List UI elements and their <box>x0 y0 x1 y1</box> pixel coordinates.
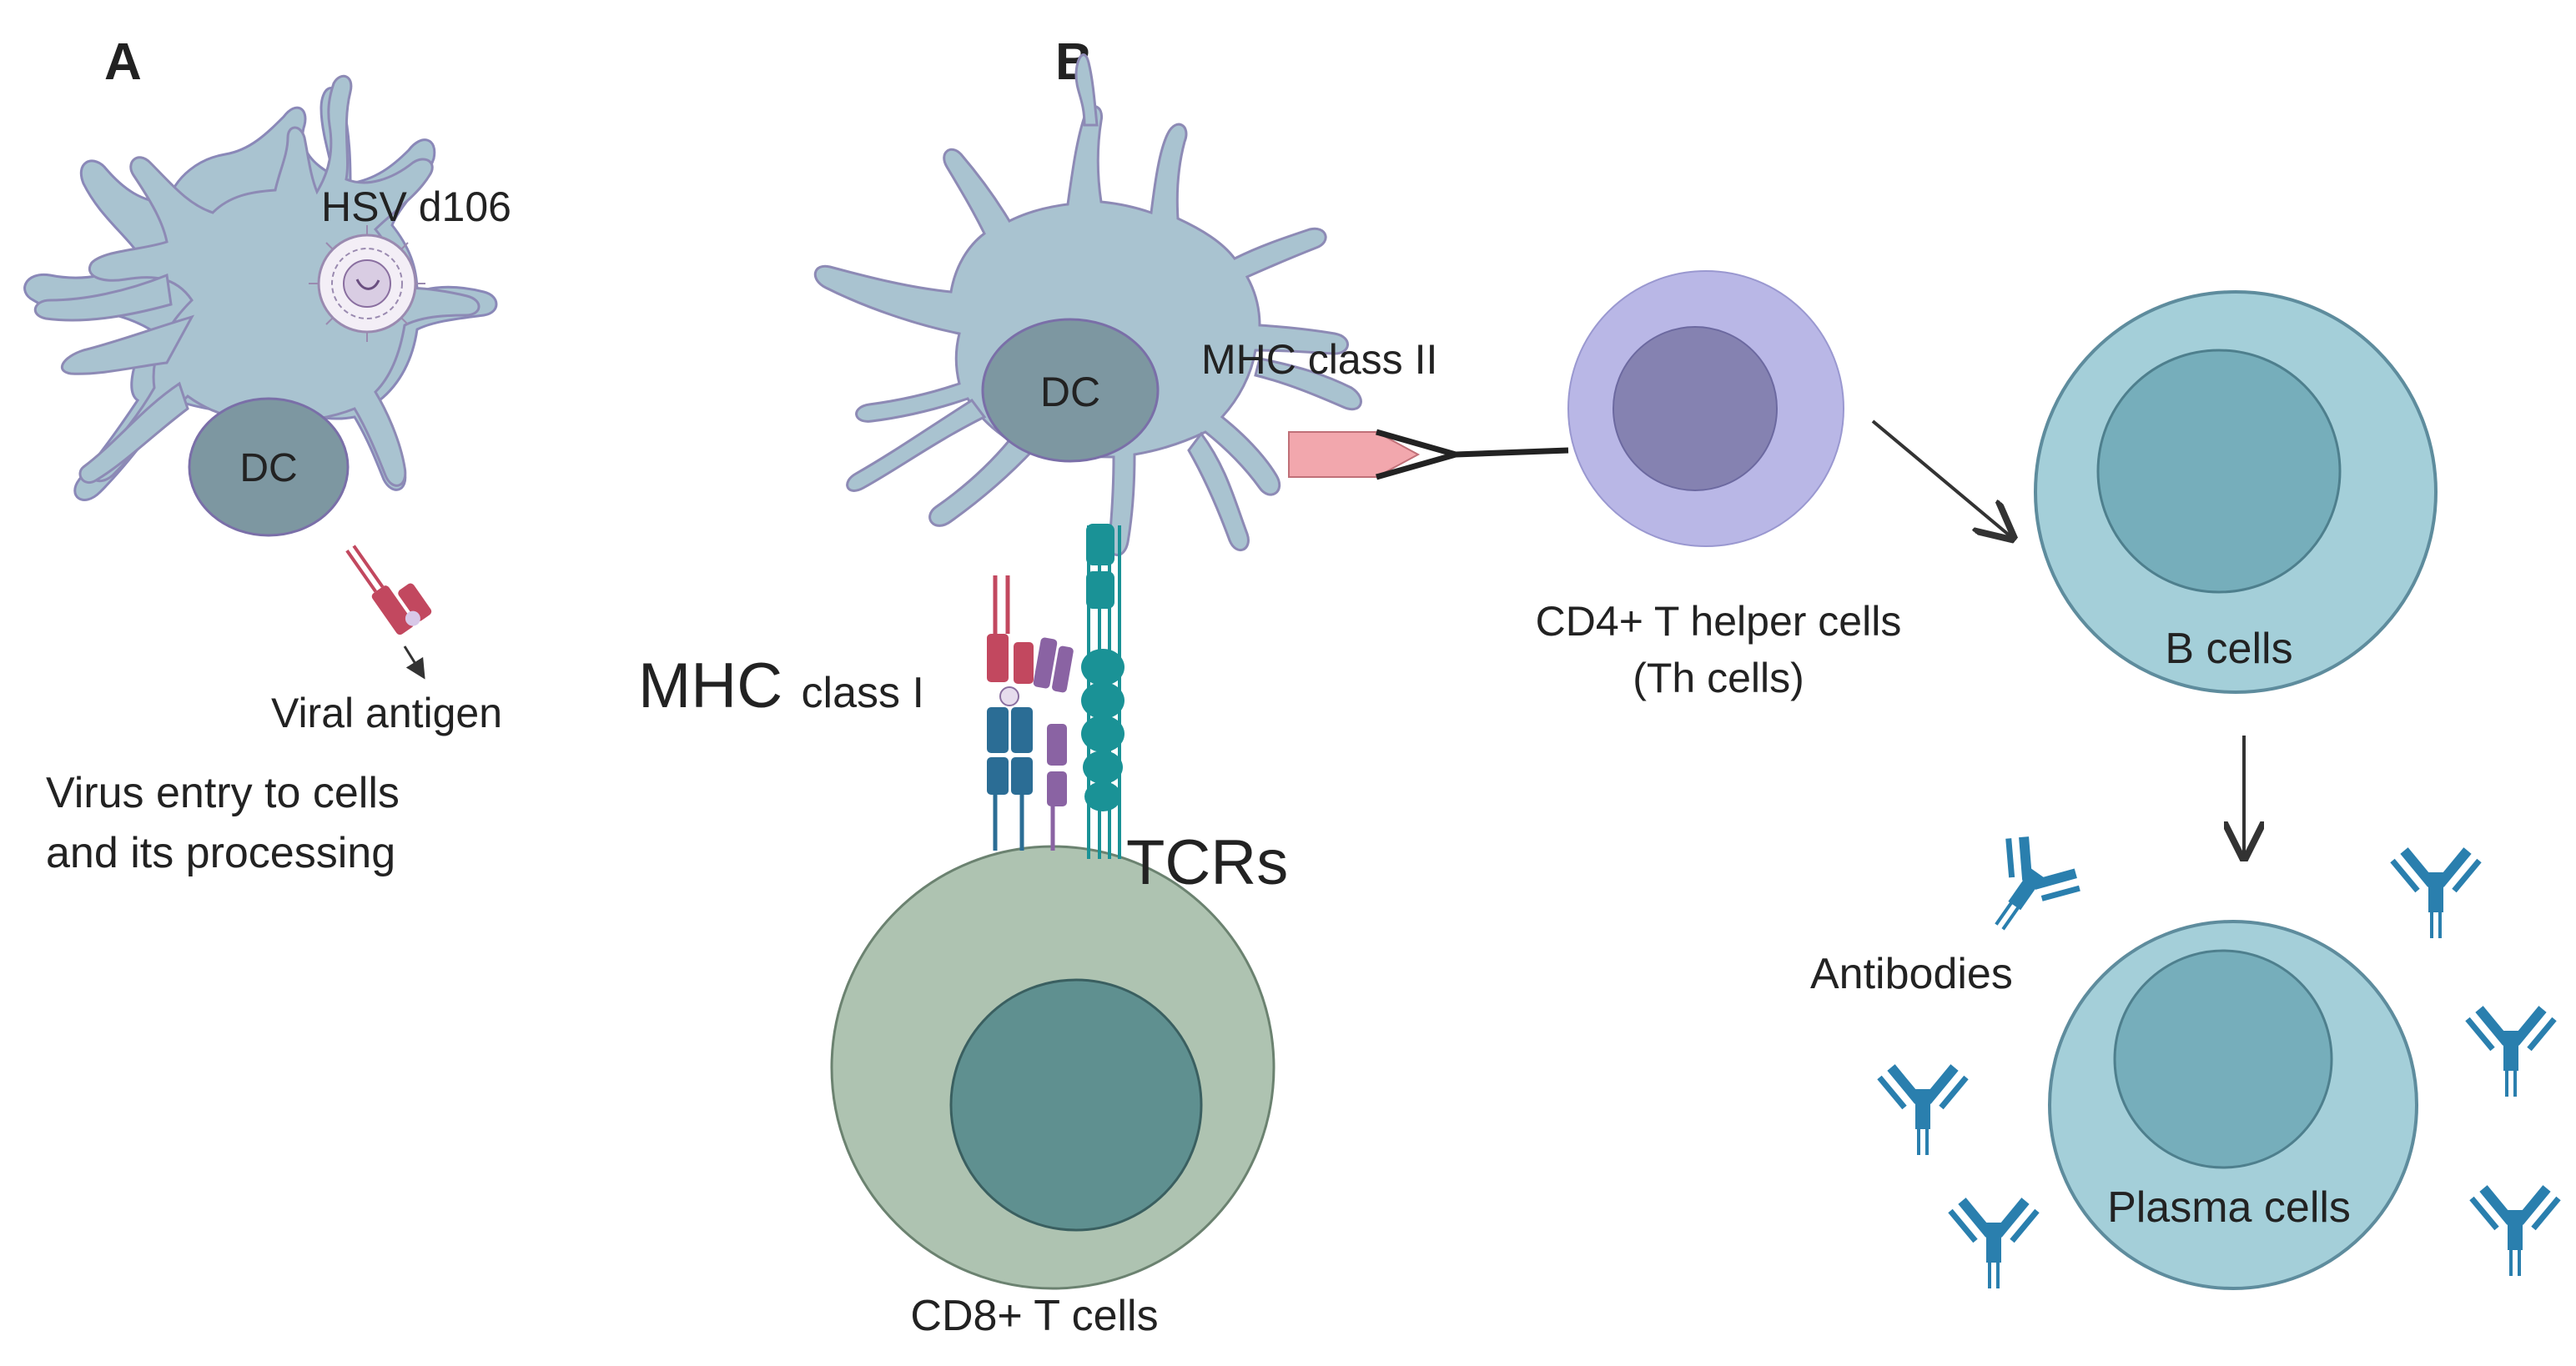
hsv-label: HSV d106 <box>321 183 511 230</box>
dc-b-label: DC <box>1040 369 1100 415</box>
antibodies-label: Antibodies <box>1810 950 2013 998</box>
mhc-molecule-a <box>345 545 432 635</box>
dc-a-left-arm <box>34 273 195 484</box>
tcr-complex <box>1081 524 1124 859</box>
hsv-virus <box>309 225 425 342</box>
cd8-label: CD8+ T cells <box>910 1292 1158 1340</box>
dc-a-label: DC <box>239 446 297 490</box>
antibody-4 <box>1879 1067 1966 1155</box>
cd8-nucleus <box>949 978 1203 1232</box>
dc-a-nucleus <box>188 397 350 537</box>
plasma-label: Plasma cells <box>2107 1183 2351 1232</box>
cd4-label-line1: CD4+ T helper cells <box>1536 598 1902 645</box>
antibody-3 <box>2468 1009 2554 1097</box>
arrow-cd4-to-bcell <box>1871 419 2010 536</box>
antibody-5 <box>1950 1201 2037 1288</box>
mhc2-molecule <box>1288 429 1569 480</box>
caption-line2: and its processing <box>46 829 395 877</box>
mhc1-label-big: MHC <box>638 650 782 721</box>
dc-b-nucleus <box>981 318 1160 463</box>
panel-a-letter: A <box>104 33 142 91</box>
cd8-coreceptor <box>1033 637 1074 851</box>
bcell-label: B cells <box>2165 625 2292 673</box>
mhc2-label: MHC class II <box>1201 336 1437 383</box>
mhc1-molecule <box>987 575 1034 851</box>
cd4-label-line2: (Th cells) <box>1633 655 1804 701</box>
caption-line1: Virus entry to cells <box>46 769 400 817</box>
dc-b-arms <box>846 53 1362 551</box>
plasma-nucleus <box>2113 949 2333 1169</box>
mhc1-label-small: class I <box>802 669 924 717</box>
antibody-6 <box>2472 1188 2558 1276</box>
cd4-cell-nucleus <box>1613 326 1778 491</box>
tcr-label: TCRs <box>1126 827 1288 898</box>
mhc1-label: MHC class I <box>638 650 924 721</box>
bcell-nucleus <box>2096 349 2342 594</box>
antigen-arrow <box>403 645 425 680</box>
antigen-label: Viral antigen <box>271 690 502 736</box>
antibody-2 <box>2392 851 2479 938</box>
antibody-1 <box>1964 831 2085 952</box>
